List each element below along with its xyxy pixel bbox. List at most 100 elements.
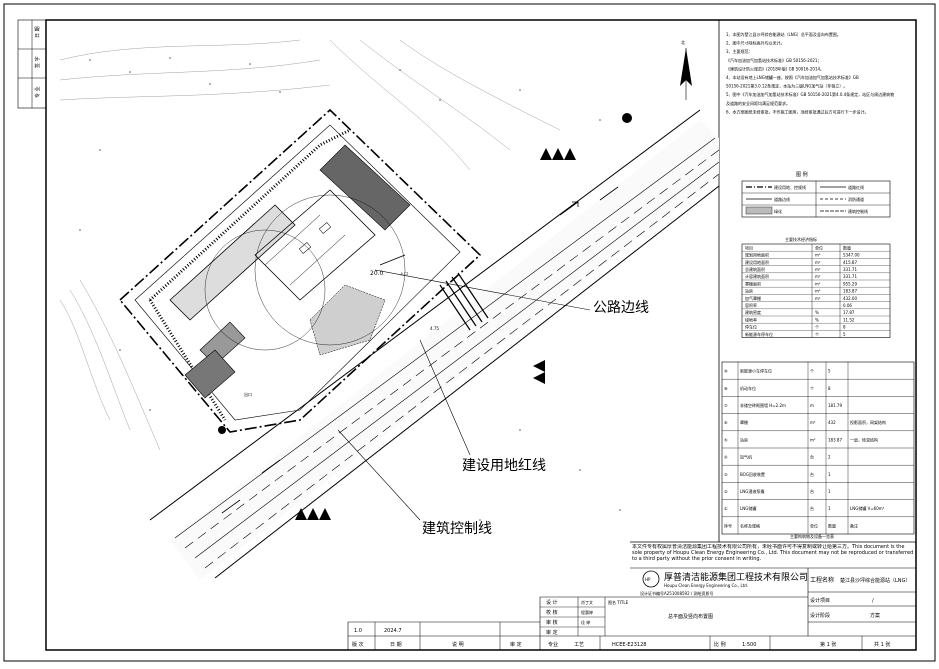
equip-cell: ⑨ [724,369,728,374]
equip-header-cell: 备注 [850,522,858,528]
equip-cell: m [810,403,814,408]
revision-no: 1.0 [354,628,362,634]
equip-header-cell: 单位 [810,522,818,528]
econ-cell: 11.52 [843,317,855,322]
plan-area: 入口 出口 20.0 4.75 北 [59,39,720,580]
sheet-number: 第 1 张 [820,641,836,648]
role-label: 校 核 [546,609,558,616]
note-line: 3、主要规范： [726,48,753,54]
stage-label: 设计阶段 [810,612,830,619]
econ-cell: 331.71 [843,274,857,279]
north-arrow: 北 [680,39,692,100]
strip-date: 日 期 [35,26,41,38]
econ-header-cell: 项目 [745,244,753,250]
econ-cell: 个 [815,332,819,337]
econ-cell: 建设用地面积 [745,259,769,265]
equip-cell: ② [724,489,728,494]
econ-cell: 规划用地面积 [745,252,769,258]
equip-cell: 1 [828,489,831,494]
equip-header-cell: 名称及规格 [740,522,760,528]
legend: 图 例 建设用地、控规线 道路红线 道路边线 消防通道 绿化 建筑控制线 [741,171,891,218]
legend-title: 图 例 [796,171,808,178]
turning-radius: 20.0 [370,270,384,277]
econ-cell: 罩棚面积 [745,280,761,286]
greening-patch [309,284,386,356]
econ-cell: m² [815,253,821,258]
red-line-boundary [118,108,482,433]
road-width: 4.75 [430,326,439,331]
econ-cell: m² [815,267,821,272]
entrance-label: 入口 [400,271,408,276]
license-no: 设计证书编号A251008592 / 测绘资质号 [640,590,714,596]
note-line: 5、图中《汽车加油加气加氢站技术标准》GB 50156-2021第4.0.4条规… [726,91,894,97]
econ-header-cell: 单位 [815,244,823,250]
scale-label: 比 例 [714,641,726,648]
road-edge-leader [374,269,591,311]
scale-value: 1:500 [742,642,756,648]
crosswalk [439,272,489,331]
equip-cell: m² [810,420,816,425]
highway [149,109,720,580]
equip-cell: 加气机 [740,454,752,460]
equip-cell: 台 [810,505,814,511]
equip-cell: 2 [828,455,831,460]
red-line-leader [419,339,471,456]
role-name: 佳 婷 [581,619,590,625]
note-line: 《建筑设计防火规范》(2018年版) GB 50016-2014。 [726,65,824,71]
tree-marker [622,113,632,123]
econ-cell: 建筑密度 [745,309,761,315]
equip-cell: 投影面积，网架结构 [850,419,886,425]
equip-cell: 新能源小车停车位 [740,368,772,374]
econ-cell: 0.06 [843,303,852,308]
callout-building-line: 建筑控制线 [422,521,492,537]
station-building [169,204,296,399]
equip-cell: 5 [828,369,831,374]
outer-frame [3,3,936,662]
econ-cell: m² [815,289,821,294]
econ-cell: 17.87 [843,310,855,315]
equip-cell: 台 [810,471,814,477]
equip-header-cell: 数量 [828,522,836,528]
strip-discipline: 专 业 [34,86,41,98]
left-strip: 日 期 签 字 专 业 [17,19,47,109]
stage-value: 方案 [870,612,880,619]
exit-label: 出口 [244,391,252,397]
role-label: 审 核 [546,619,558,626]
legend-item-5: 绿化 [774,208,782,214]
econ-cell: 5347.00 [843,253,860,258]
canopy [254,189,376,301]
callout-road-edge: 公路边线 [593,300,649,316]
econ-cell: 8 [843,325,846,330]
econ-cell: 加气罩棚 [745,295,761,301]
inner-frame [45,19,917,651]
econ-cell: 432.00 [843,296,857,301]
econ-cell: 计容建筑面积 [745,273,769,279]
econ-cell: m² [815,296,821,301]
equip-cell: 8 [828,386,831,391]
note-line: 1、本图为楚江县沙坪综合能源站（LNG）总平面及竖向布置图。 [726,31,841,37]
equip-cell: ③ [724,472,728,477]
equip-cell: ⑥ [724,420,728,425]
north-label: 北 [681,39,685,45]
equip-cell: 台 [810,488,814,494]
note-line: 及道路的安全间距均满足规范要求。 [726,100,790,106]
equip-cell: 台 [810,454,814,460]
role-label: 设 计 [546,599,558,606]
rev-header-4: 审 定 [510,641,522,648]
equip-cell: 非镂空砖砌围墙 H=2.2m [740,402,786,408]
equip-cell: 一层，砖混结构 [850,436,878,442]
note-line: 2、图中尺寸除标高外均以米计。 [726,40,785,46]
project-label: 工程名称 [810,576,834,584]
econ-cell: 331.71 [843,267,857,272]
equip-cell: ① [724,506,728,511]
revision-date: 2024.7 [384,628,402,634]
econ-table-title: 主要技术经济指标 [785,236,817,242]
lng-tank-area [319,144,411,231]
econ-cell: 站房 [745,288,753,294]
econ-cell: % [815,310,819,315]
equip-cell: ④ [724,455,728,460]
equip-cell: 罩棚 [740,419,748,425]
company-name-cn: 厚普清洁能源集团工程技术有限公司 [664,571,808,583]
